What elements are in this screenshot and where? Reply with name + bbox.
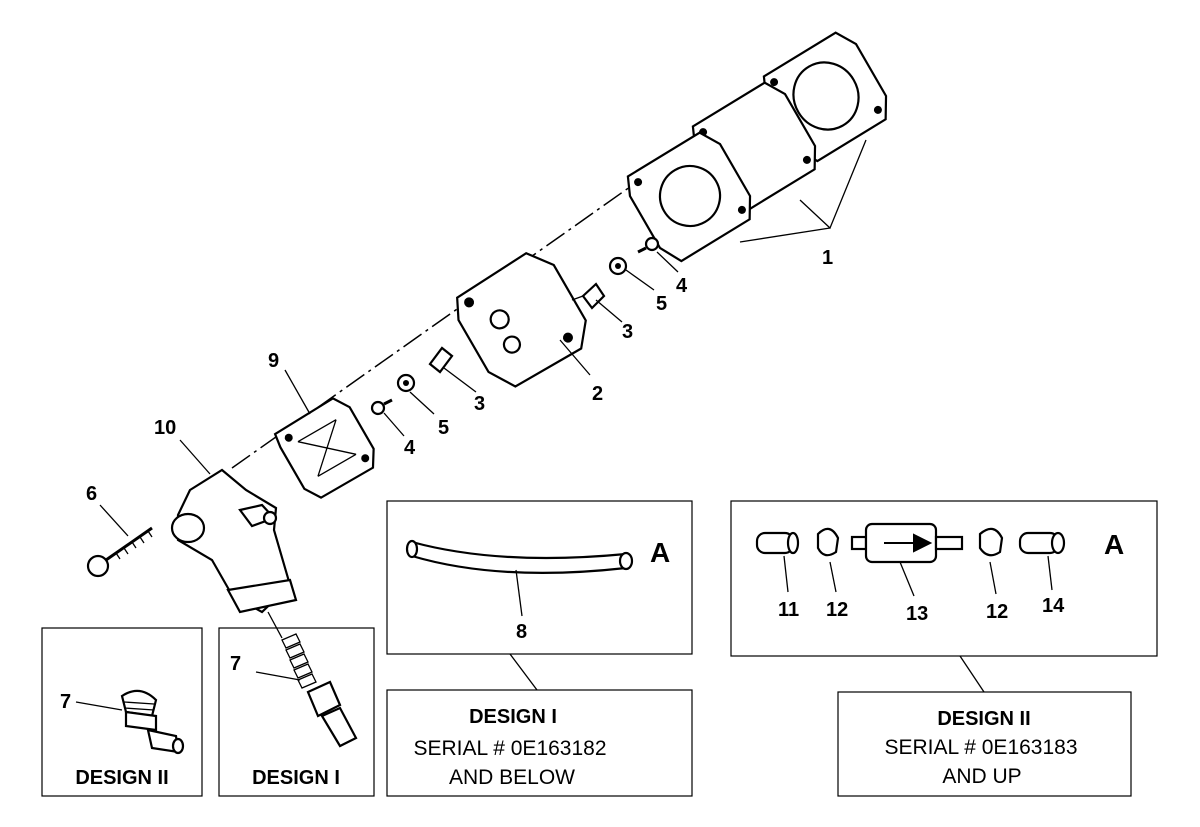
callout-7-inset: 7 <box>60 691 71 713</box>
clip-upper <box>581 282 606 310</box>
pump-body <box>456 251 587 388</box>
inset-design-ii: 7 DESIGN II <box>41 627 203 797</box>
panel-a-letter-design-i: A <box>650 537 670 568</box>
design-i-caption: DESIGN I SERIAL # 0E163182 AND BELOW <box>386 689 693 797</box>
panel-a-letter-design-ii: A <box>1104 529 1124 560</box>
pump-housing <box>170 468 298 614</box>
screw-lower <box>370 398 393 416</box>
panel-design-i-hose: 8 A <box>386 500 693 691</box>
spring-fitting <box>267 611 358 748</box>
design-i-range: AND BELOW <box>449 766 575 789</box>
screw-upper <box>637 236 660 254</box>
callout-2: 2 <box>592 383 603 405</box>
callout-10: 10 <box>154 417 176 439</box>
callout-11: 11 <box>778 599 799 621</box>
inset-design-i: DESIGN I <box>218 627 375 797</box>
callout-1: 1 <box>822 247 833 269</box>
center-axis-line <box>231 39 839 469</box>
callout-9: 9 <box>268 350 279 372</box>
callout-6: 6 <box>86 483 97 505</box>
callout-12-left: 12 <box>826 599 848 621</box>
design-ii-serial: SERIAL # 0E163183 <box>884 736 1077 759</box>
diaphragm-gasket <box>273 397 375 499</box>
design-ii-title: DESIGN II <box>937 708 1030 730</box>
gasket-plate-1 <box>626 131 752 263</box>
callout-3-upper: 3 <box>622 321 633 343</box>
callout-4-upper: 4 <box>676 275 688 297</box>
panel-design-ii-filter: 11 12 13 12 14 A <box>730 500 1158 693</box>
callout-12-right: 12 <box>986 601 1008 623</box>
callout-5-upper: 5 <box>656 293 667 315</box>
callout-14: 14 <box>1042 595 1065 617</box>
callout-13: 13 <box>906 603 928 625</box>
inset-left-label: DESIGN II <box>75 767 168 789</box>
long-screw <box>86 526 153 578</box>
design-i-title: DESIGN I <box>469 706 557 728</box>
inset-right-label: DESIGN I <box>252 767 340 789</box>
callout-3-lower: 3 <box>474 393 485 415</box>
callout-4-lower: 4 <box>404 437 416 459</box>
design-ii-caption: DESIGN II SERIAL # 0E163183 AND UP <box>837 691 1132 797</box>
callout-5-lower: 5 <box>438 417 449 439</box>
main-leader-lines <box>99 139 867 681</box>
clip-lower <box>428 346 454 374</box>
design-i-serial: SERIAL # 0E163182 <box>413 737 606 760</box>
design-ii-range: AND UP <box>942 765 1021 788</box>
callout-7-main: 7 <box>230 653 241 675</box>
callout-8: 8 <box>516 621 527 643</box>
